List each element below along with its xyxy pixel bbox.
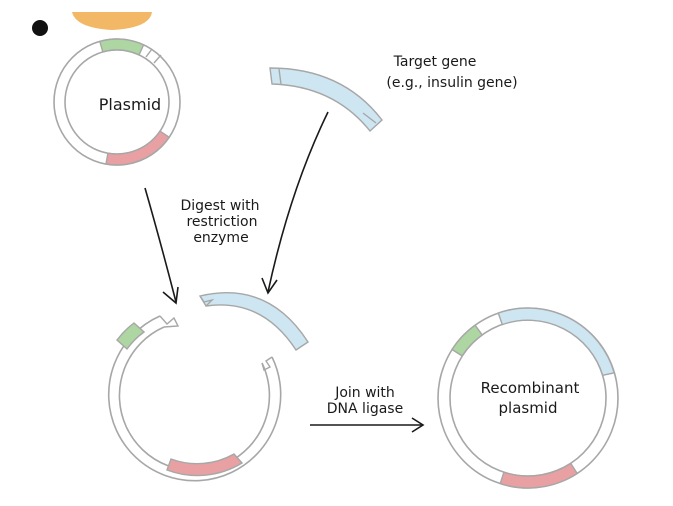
gene-fragment-sticky-end — [199, 295, 215, 307]
digest-label-line2: restriction — [186, 214, 257, 230]
cut-plasmid-red-segment — [166, 453, 244, 477]
recombinant-blue-segment — [497, 307, 616, 377]
orange-blob — [72, 12, 152, 30]
target-gene-example: (e.g., insulin gene) — [386, 75, 517, 91]
recombinant-label-line1: Recombinant — [481, 379, 580, 397]
recombinant-red-segment — [499, 462, 579, 489]
ligase-label-line2: DNA ligase — [327, 401, 403, 417]
target-gene-fragment — [269, 67, 383, 133]
bullet-dot — [32, 20, 48, 36]
arrow-gene-insert — [261, 111, 329, 295]
arrow-ligase — [310, 417, 425, 433]
target-gene-label: Target gene — [393, 54, 477, 70]
plasmid-red-segment — [105, 130, 171, 166]
arrow-digest — [144, 187, 179, 305]
target-gene-end-right — [362, 112, 377, 124]
target-gene-end-left — [278, 68, 282, 85]
gene-fragment-aligned — [198, 292, 309, 351]
plasmid-cut-site — [145, 48, 162, 64]
cut-plasmid-green-segment — [116, 322, 146, 351]
recombinant-label-line2: plasmid — [499, 399, 558, 417]
plasmid-ring — [53, 38, 181, 166]
digest-label-line3: enzyme — [193, 230, 248, 246]
cut-plasmid — [107, 315, 282, 482]
plasmid-label: Plasmid — [99, 95, 161, 114]
digest-label-line1: Digest with — [180, 198, 259, 214]
recombinant-plasmid — [437, 307, 619, 489]
ligase-label-line1: Join with — [334, 385, 395, 401]
recombinant-green-segment — [451, 324, 484, 357]
plasmid-green-segment — [98, 38, 145, 56]
